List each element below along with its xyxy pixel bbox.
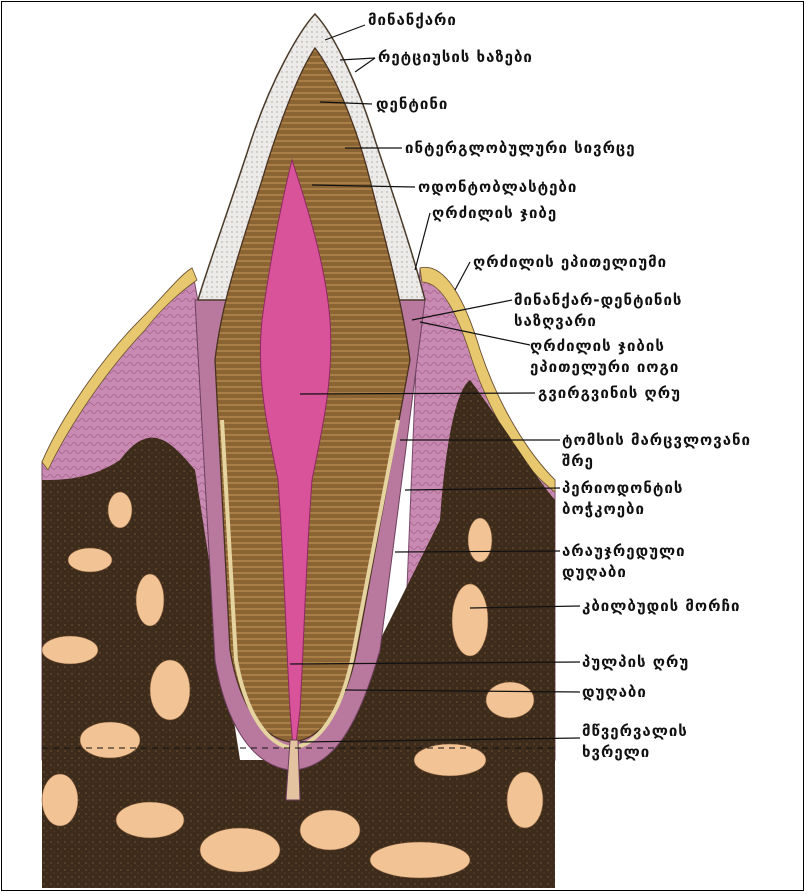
label-retzius-lines: რეტციუსის ხაზები (378, 47, 533, 68)
label-tomes-layer: ტომსის მარცვლოვანი შრე (562, 430, 751, 472)
label-alveolar-bone: კბილბუდის მორჩი (582, 596, 740, 617)
label-periodontal-line2: ბოჭკოები (562, 499, 683, 520)
label-cellular-cement-line1: არაუჯრედული (562, 541, 686, 562)
label-gingival-pocket: ღრძილის ჯიბე (432, 203, 557, 224)
label-pocket-epithelium: ღრძილის ჯიბის ეპითელური იოგი (530, 336, 679, 378)
label-pocket-epithelium-line1: ღრძილის ჯიბის (530, 336, 679, 357)
label-dej: მინანქარ-დენტინის საზღვარი (514, 290, 682, 332)
label-root-pulp-canal: პულპის ღრუ (582, 652, 689, 673)
label-gingival-epithelium: ღრძილის ეპითელიუმი (473, 252, 667, 273)
label-enamel: მინანქარი (368, 10, 457, 31)
label-tomes-line2: შრე (562, 451, 751, 472)
label-dej-line1: მინანქარ-დენტინის (514, 290, 682, 311)
label-periodontal-line1: პერიოდონტის (562, 478, 683, 499)
label-apical-foramen-line2: ხვრელი (582, 742, 688, 763)
label-cellular-cement-line2: დუღაბი (562, 562, 686, 583)
label-tomes-line1: ტომსის მარცვლოვანი (562, 430, 751, 451)
label-pocket-epithelium-line2: ეპითელური იოგი (530, 357, 679, 378)
label-interglobular-space: ინტერგლობულური სივრცე (405, 138, 636, 159)
label-dentin: დენტინი (376, 94, 448, 115)
label-periodontal-fibers: პერიოდონტის ბოჭკოები (562, 478, 683, 520)
label-cement: დუღაბი (582, 682, 647, 703)
label-crown-pulp-cavity: გვირგვინის ღრუ (538, 383, 681, 404)
label-dej-line2: საზღვარი (514, 311, 682, 332)
label-cellular-cement: არაუჯრედული დუღაბი (562, 541, 686, 583)
label-odontoblasts: ოდონტობლასტები (418, 177, 577, 198)
label-apical-foramen: მწვერვალის ხვრელი (582, 721, 688, 763)
label-apical-foramen-line1: მწვერვალის (582, 721, 688, 742)
